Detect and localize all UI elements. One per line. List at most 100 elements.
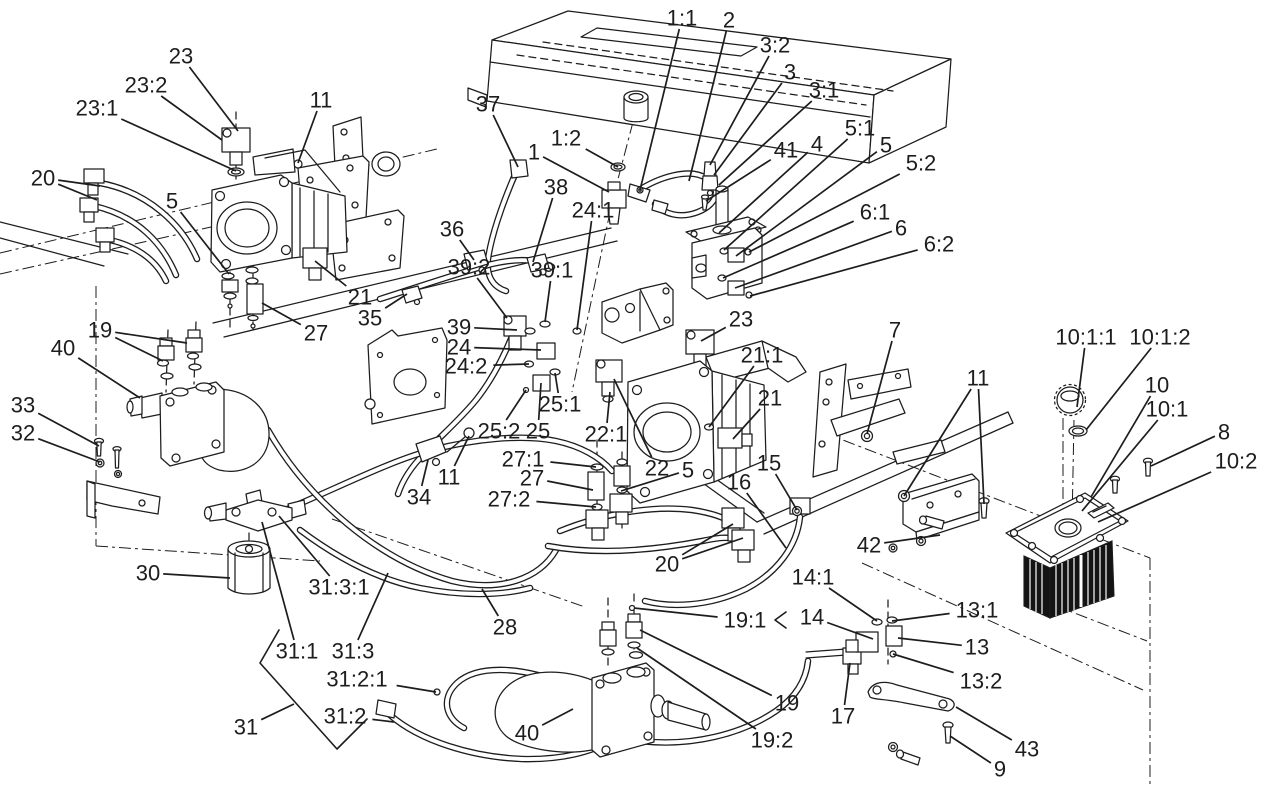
callout-label: 5 <box>166 189 178 214</box>
callout-label: 33 <box>11 393 35 418</box>
bracket-42 <box>902 473 980 541</box>
reservoir-cap-10-1-1 <box>1053 383 1087 417</box>
valve-group-13-14 <box>805 616 903 675</box>
callout-label: 7 <box>889 318 901 343</box>
leader-line <box>709 55 770 166</box>
leader-line <box>708 365 755 428</box>
callout-label: 11 <box>438 465 461 490</box>
callout-label: 30 <box>136 561 160 586</box>
callout-label: 5:1 <box>845 116 876 141</box>
leader-line <box>37 412 100 447</box>
leader-line <box>57 183 98 201</box>
leader-line <box>547 480 594 491</box>
leader-line <box>897 637 962 647</box>
leader-line <box>453 435 470 467</box>
callout-label: 2 <box>723 8 735 33</box>
callout-label: 23 <box>729 307 753 332</box>
pump-mount-plate <box>364 327 475 467</box>
leader-line <box>37 437 101 463</box>
fitting-stack-5-center <box>609 458 633 525</box>
leader-line <box>261 521 295 641</box>
arm-43 <box>867 681 955 712</box>
callout-label: 23:2 <box>125 73 168 98</box>
fitting-27-center <box>587 471 605 501</box>
callout-label: 24:1 <box>572 198 615 223</box>
leader-line <box>585 148 619 168</box>
callout-label: 31:2 <box>324 704 367 729</box>
leader-line <box>688 30 728 182</box>
leader-line <box>723 138 849 251</box>
callout-label: 31:3 <box>332 639 375 664</box>
fittings-19-left <box>156 329 203 380</box>
reservoir-body-10-2 <box>1023 540 1115 619</box>
leader-line <box>474 326 518 331</box>
callout-label: 3:2 <box>760 33 791 58</box>
fuel-tank <box>467 10 952 164</box>
group-bracket-31 <box>259 611 787 750</box>
leader-line <box>179 211 230 275</box>
leader-line <box>297 110 318 164</box>
leader-line <box>633 607 718 618</box>
clamp-38 <box>526 253 550 273</box>
leader-line <box>459 239 475 261</box>
leader-line <box>681 523 734 556</box>
callout-label: 10:1:1 <box>1055 325 1116 350</box>
leader-line <box>700 326 727 342</box>
leader-line <box>314 260 347 287</box>
leader-line <box>977 388 985 505</box>
tee-fitting-group-top <box>601 161 718 225</box>
callout-label: 34 <box>407 485 431 510</box>
leader-line <box>384 293 408 309</box>
leader-line <box>746 492 787 549</box>
elbow-fitting-21-left <box>302 247 328 269</box>
leader-line <box>843 662 851 706</box>
washer-14-1 <box>871 618 883 626</box>
callout-label: 27 <box>520 466 544 491</box>
leader-line <box>372 718 395 723</box>
leader-line <box>492 114 519 168</box>
leader-line <box>826 621 874 640</box>
o-ring-10-1-2 <box>1068 425 1088 437</box>
callout-label: 10:1:2 <box>1129 325 1190 350</box>
callout-label: 42 <box>857 533 881 558</box>
nut-7 <box>860 429 874 443</box>
callout-label: 1 <box>528 140 540 165</box>
callout-label: 21:1 <box>741 343 784 368</box>
bracket-32-33 <box>86 437 161 519</box>
clamp-35 <box>401 285 423 304</box>
leader-line <box>636 647 757 730</box>
fitting-cluster-center <box>463 249 582 394</box>
callout-label: 9 <box>994 757 1006 782</box>
callout-label: 11 <box>310 88 333 113</box>
callout-label: 31:3:1 <box>308 575 369 600</box>
leader-line <box>474 346 542 351</box>
callout-label: 14:1 <box>792 565 835 590</box>
callout-label: 41 <box>774 138 798 163</box>
callout-label: 11 <box>967 366 990 391</box>
leader-line <box>718 100 813 186</box>
callout-label: 39:2 <box>448 255 491 280</box>
callout-label: 25 <box>526 419 550 444</box>
callout-label: 13 <box>965 635 989 660</box>
callout-label: 23 <box>169 44 193 69</box>
leader-line <box>58 179 101 187</box>
leader-line <box>866 340 893 435</box>
callout-label: 43 <box>1015 737 1039 762</box>
o-ring-19-1 <box>628 604 636 612</box>
callout-label: 16 <box>727 470 751 495</box>
callout-label: 40 <box>515 721 539 746</box>
leader-line <box>541 708 574 726</box>
leader-line <box>774 473 798 511</box>
callout-label: 39:1 <box>531 258 574 283</box>
leader-line <box>884 534 941 544</box>
leader-line <box>891 612 950 622</box>
leader-line <box>550 461 597 468</box>
callout-label: 20 <box>655 552 679 577</box>
callout-label: 38 <box>544 175 568 200</box>
frame-lines <box>0 221 1014 535</box>
callout-label: 25:2 <box>478 419 521 444</box>
callout-label: 27:1 <box>502 447 545 472</box>
leader-line <box>705 158 772 202</box>
leader-line <box>576 220 593 331</box>
leader-line <box>748 173 901 253</box>
